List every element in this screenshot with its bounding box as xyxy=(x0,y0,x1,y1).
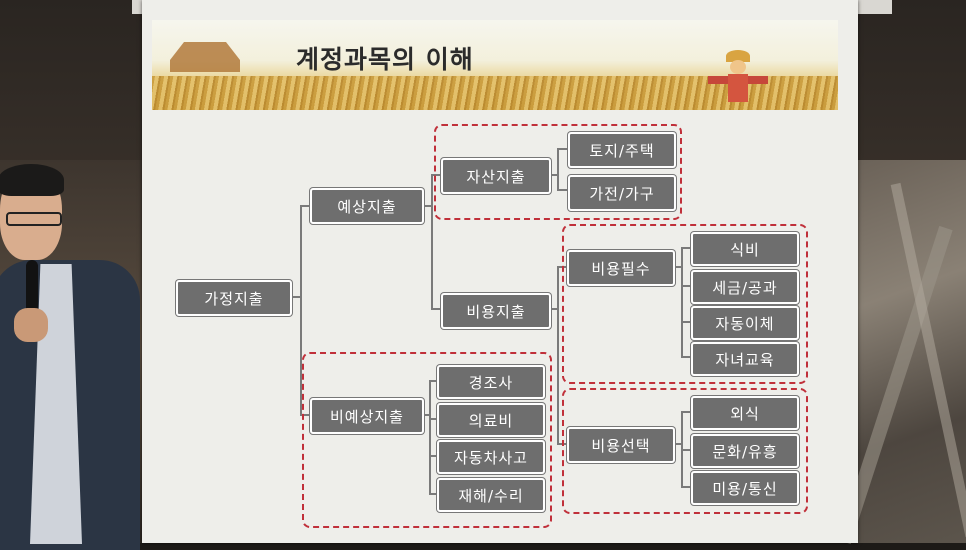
connector-line xyxy=(431,174,433,310)
node-unexpected-expense: 비예상지출 xyxy=(310,398,424,434)
node-cost-expense: 비용지출 xyxy=(441,293,551,329)
connector-line xyxy=(420,414,430,416)
connector-line xyxy=(681,449,691,451)
connector-line xyxy=(548,174,558,176)
node-food: 식비 xyxy=(691,232,799,266)
node-asset-expense: 자산지출 xyxy=(441,158,551,194)
connector-line xyxy=(681,285,691,287)
cost-optional-group-outline xyxy=(562,388,808,514)
connector-line xyxy=(557,148,568,150)
connector-line xyxy=(300,205,302,415)
node-disaster-repair: 재해/수리 xyxy=(437,478,545,512)
connector-line xyxy=(557,148,559,190)
connector-line xyxy=(429,418,437,420)
node-tax-utilities: 세금/공과 xyxy=(691,270,799,304)
node-expected-expense: 예상지출 xyxy=(310,188,424,224)
slide-title: 계정과목의 이해 xyxy=(296,45,474,74)
slide-banner xyxy=(152,20,838,110)
connector-line xyxy=(420,205,432,207)
node-land-housing: 토지/주택 xyxy=(568,132,676,168)
connector-line xyxy=(681,321,691,323)
right-wall-panel xyxy=(837,160,966,545)
connector-line xyxy=(681,486,691,488)
connector-line xyxy=(672,266,682,268)
node-cost-optional: 비용선택 xyxy=(567,427,675,463)
node-car-accident: 자동차사고 xyxy=(437,440,545,474)
node-auto-transfer: 자동이체 xyxy=(691,306,799,340)
connector-line xyxy=(681,247,683,357)
connector-line xyxy=(429,493,437,495)
unexpected-group-outline xyxy=(302,352,552,528)
node-child-education: 자녀교육 xyxy=(691,342,799,376)
connector-line xyxy=(548,308,558,310)
scarecrow-illustration xyxy=(708,50,768,110)
connector-line xyxy=(431,308,441,310)
connector-line xyxy=(557,266,559,444)
connector-line xyxy=(429,380,431,494)
microphone-icon xyxy=(26,260,38,316)
connector-line xyxy=(300,205,310,207)
node-family-events: 경조사 xyxy=(437,365,545,399)
connector-line xyxy=(681,247,691,249)
node-medical-cost: 의료비 xyxy=(437,403,545,437)
connector-line xyxy=(557,189,568,191)
connector-line xyxy=(672,443,682,445)
connector-line xyxy=(289,296,301,298)
connector-line xyxy=(300,414,310,416)
asset-group-outline xyxy=(434,124,682,220)
connector-line xyxy=(431,174,441,176)
cost-required-group-outline xyxy=(562,224,808,384)
node-household-expense: 가정지출 xyxy=(176,280,292,316)
connector-line xyxy=(681,411,691,413)
house-illustration xyxy=(170,42,240,72)
node-cost-required: 비용필수 xyxy=(567,250,675,286)
connector-line xyxy=(429,455,437,457)
connector-line xyxy=(429,380,437,382)
node-dining-out: 외식 xyxy=(691,396,799,430)
presenter-person xyxy=(0,160,150,550)
node-beauty-telecom: 미용/통신 xyxy=(691,471,799,505)
node-culture-entertainment: 문화/유흥 xyxy=(691,434,799,468)
node-appliance-furniture: 가전/가구 xyxy=(568,175,676,211)
connector-line xyxy=(681,356,691,358)
